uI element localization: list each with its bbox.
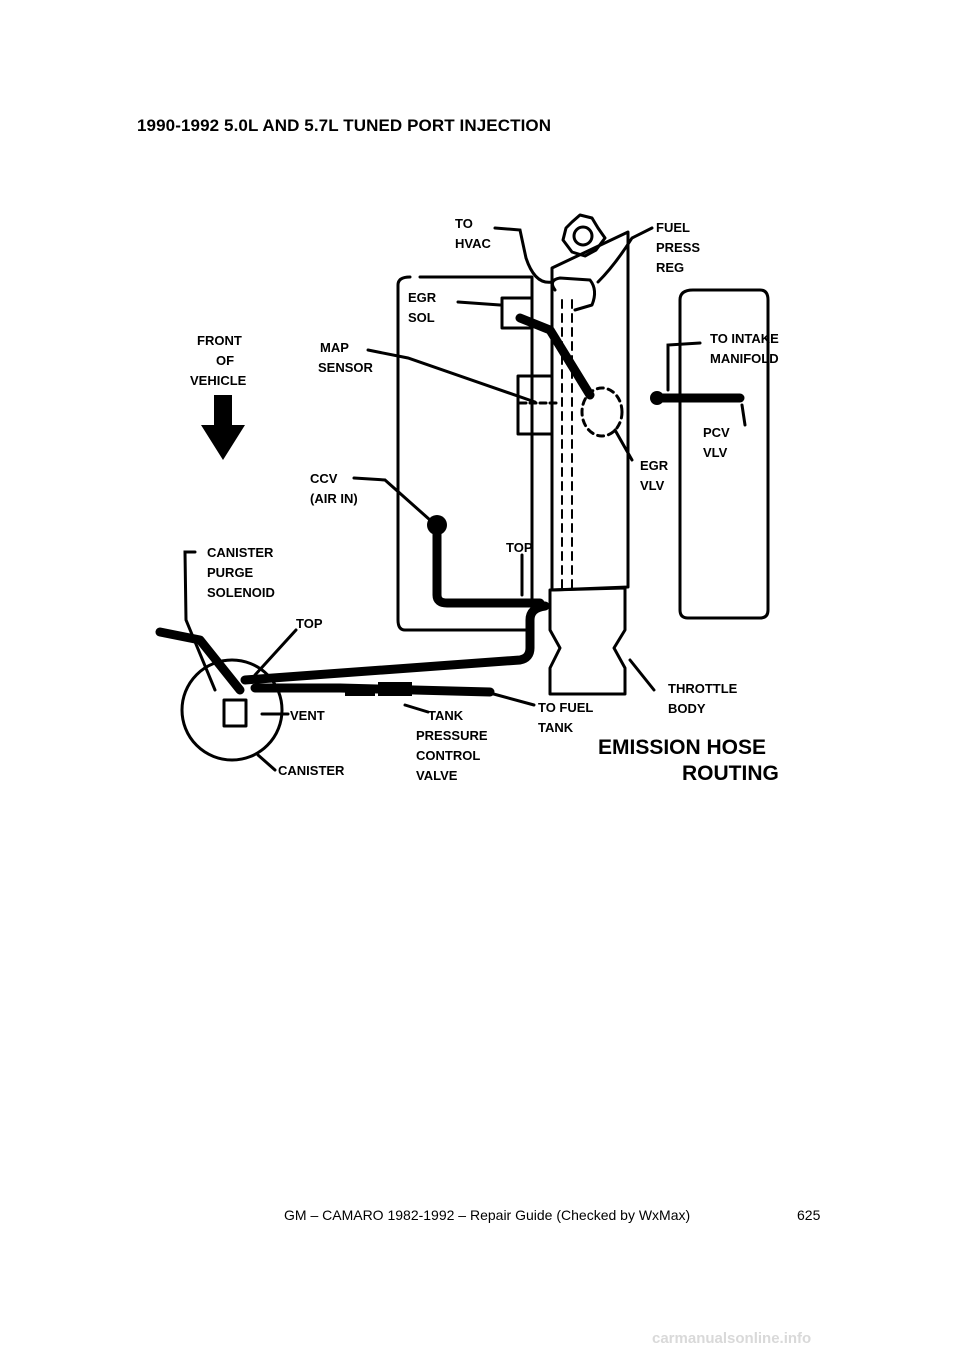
- label-egr-vlv: EGR: [640, 458, 669, 473]
- label-canister-purge: CANISTER: [207, 545, 274, 560]
- label-tank-pressure-2: PRESSURE: [416, 728, 488, 743]
- throttle-body-outline: [548, 586, 627, 696]
- label-to-fuel-tank: TO FUEL: [538, 700, 593, 715]
- fuel-regulator-gear: [561, 213, 607, 258]
- page-title: 1990-1992 5.0L AND 5.7L TUNED PORT INJEC…: [137, 116, 552, 135]
- tank-hose: [250, 683, 495, 697]
- diagram-heading: EMISSION HOSE: [598, 736, 766, 759]
- label-canister-purge-2: PURGE: [207, 565, 254, 580]
- page-footer: GM – CAMARO 1982-1992 – Repair Guide (Ch…: [284, 1207, 691, 1223]
- label-tank-pressure-4: VALVE: [416, 768, 458, 783]
- plenum-outline: [550, 230, 630, 592]
- label-fuel-press-2: PRESS: [656, 240, 700, 255]
- purge-hose: [240, 601, 550, 685]
- label-ccv: CCV: [310, 471, 338, 486]
- label-fuel-press: FUEL: [656, 220, 690, 235]
- label-map: MAP: [320, 340, 349, 355]
- label-canister: CANISTER: [278, 763, 345, 778]
- label-to-hvac-2: HVAC: [455, 236, 491, 251]
- diagram-heading-2: ROUTING: [682, 762, 779, 785]
- canister-side-hose: [155, 627, 245, 695]
- label-egr-vlv-2: VLV: [640, 478, 665, 493]
- label-front-2: OF: [216, 353, 234, 368]
- label-to-intake-2: MANIFOLD: [710, 351, 779, 366]
- label-tank-pressure: TANK: [428, 708, 464, 723]
- label-ccv-2: (AIR IN): [310, 491, 358, 506]
- label-front: FRONT: [197, 333, 242, 348]
- left-engine-outline: [396, 275, 534, 632]
- emission-hose-diagram: TO HVAC FUEL PRESS REG EGR SOL FRONT OF …: [155, 213, 779, 785]
- label-map-2: SENSOR: [318, 360, 374, 375]
- label-vent: VENT: [290, 708, 325, 723]
- label-throttle-body-2: BODY: [668, 701, 706, 716]
- label-top-2: TOP: [296, 616, 323, 631]
- label-fuel-press-3: REG: [656, 260, 684, 275]
- label-top: TOP: [506, 540, 533, 555]
- label-throttle-body: THROTTLE: [668, 681, 738, 696]
- ccv-hose: [432, 520, 545, 608]
- label-pcv: PCV: [703, 425, 730, 440]
- label-to-hvac: TO: [455, 216, 473, 231]
- label-pcv-2: VLV: [703, 445, 728, 460]
- watermark: carmanualsonline.info: [652, 1330, 812, 1347]
- label-to-fuel-tank-2: TANK: [538, 720, 574, 735]
- label-egr-sol-2: SOL: [408, 310, 435, 325]
- label-canister-purge-3: SOLENOID: [207, 585, 275, 600]
- front-arrow: [201, 395, 245, 460]
- label-egr-sol: EGR: [408, 290, 437, 305]
- page-number: 625: [797, 1207, 821, 1223]
- label-to-intake: TO INTAKE: [710, 331, 779, 346]
- label-front-3: VEHICLE: [190, 373, 247, 388]
- right-intake-outline: [678, 288, 770, 620]
- label-tank-pressure-3: CONTROL: [416, 748, 480, 763]
- egr-hose: [515, 313, 595, 400]
